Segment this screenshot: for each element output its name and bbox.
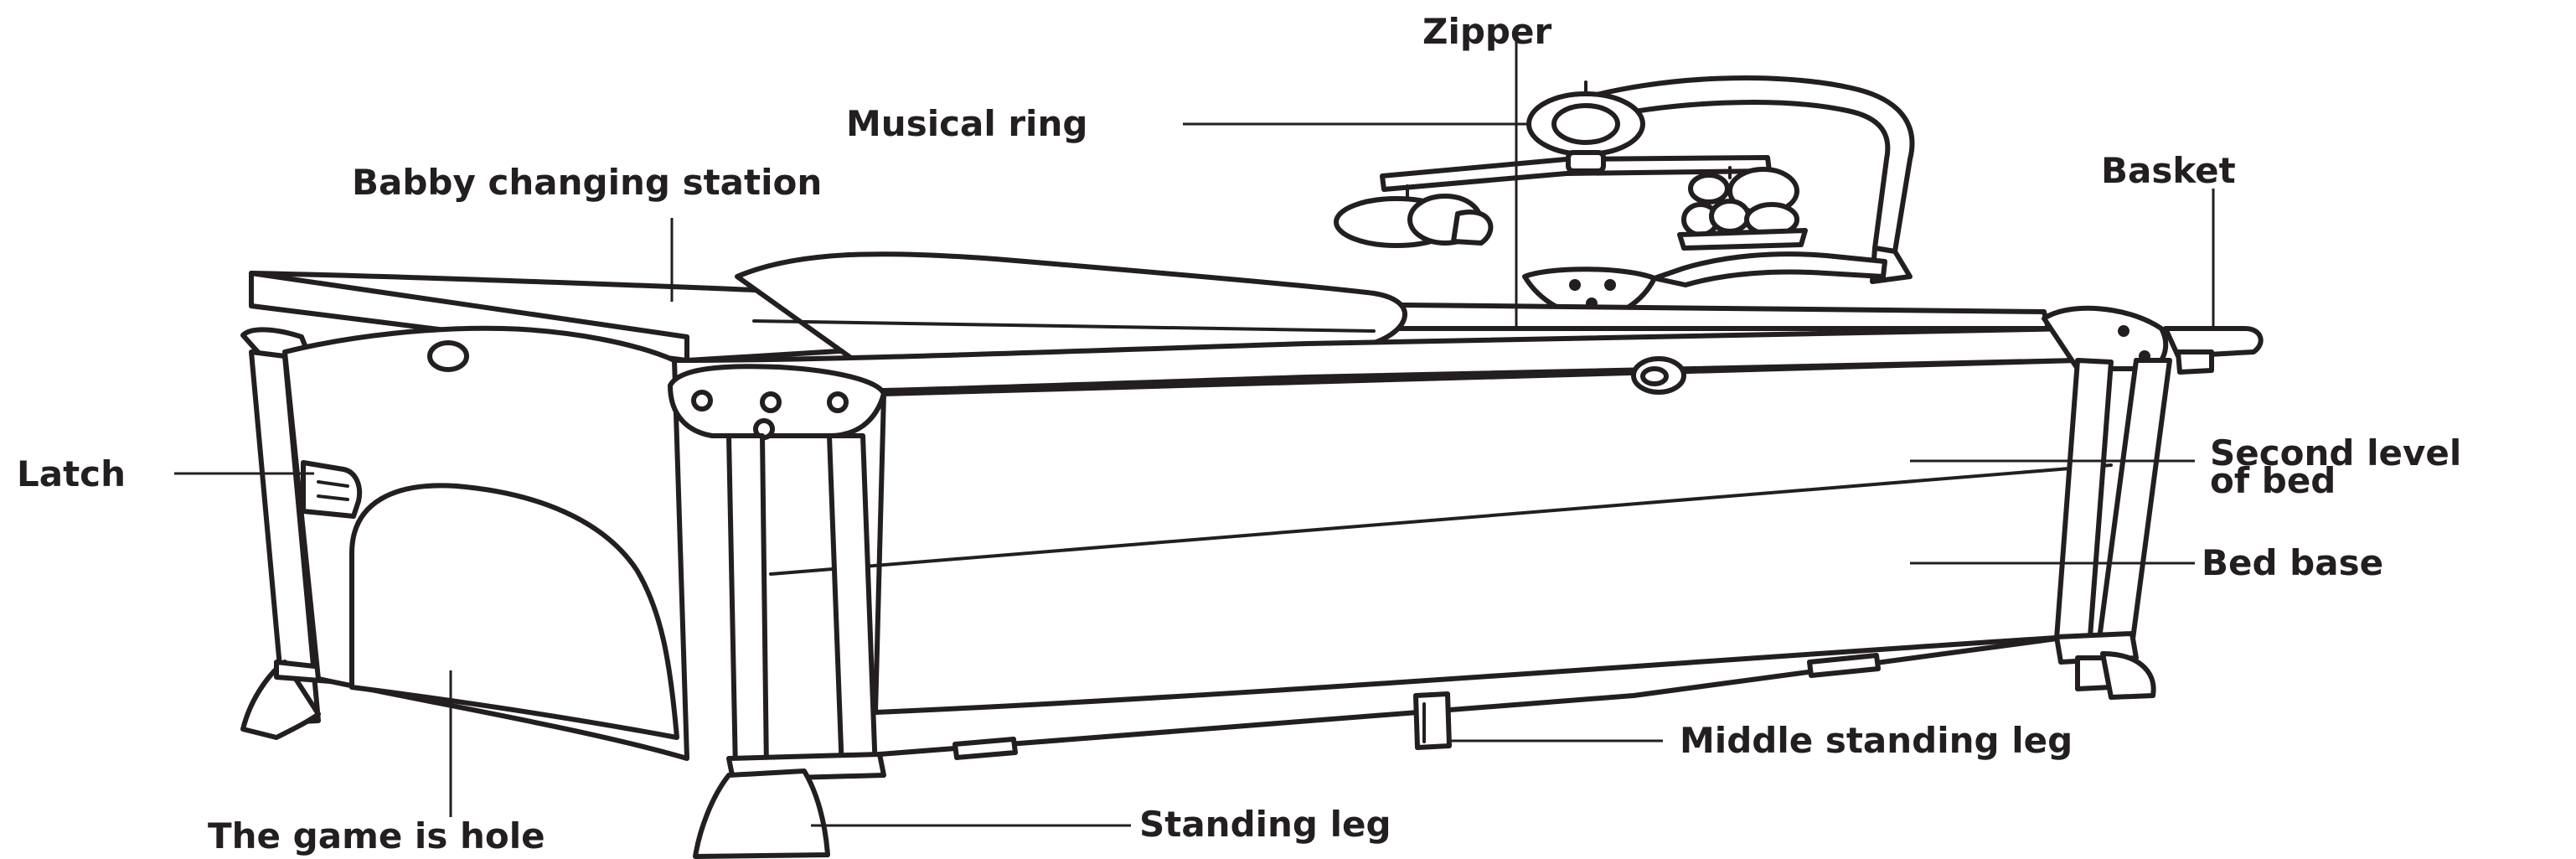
right-corner bbox=[2042, 305, 2172, 700]
latch bbox=[301, 460, 362, 519]
label-second-level-2: of bed bbox=[2210, 460, 2336, 501]
label-second-level-1: Second level bbox=[2210, 432, 2461, 473]
label-changing-station: Babby changing station bbox=[352, 162, 822, 203]
callout-labels: Zipper Musical ring Babby changing stati… bbox=[17, 11, 2461, 856]
mobile-arm bbox=[1380, 75, 1915, 284]
label-musical-ring: Musical ring bbox=[846, 103, 1087, 144]
middle-standing-leg bbox=[1413, 691, 1452, 750]
leader-lines bbox=[174, 38, 2215, 827]
label-middle-leg: Middle standing leg bbox=[1680, 720, 2073, 761]
back-left-corner bbox=[240, 327, 354, 740]
basket bbox=[2163, 326, 2264, 375]
standing-leg bbox=[693, 768, 830, 859]
hanging-toy-left bbox=[1334, 194, 1494, 248]
front-panel bbox=[769, 356, 2113, 715]
front-left-corner bbox=[668, 364, 886, 440]
changing-station bbox=[249, 251, 1407, 365]
label-zipper: Zipper bbox=[1422, 11, 1551, 52]
label-bed-base: Bed base bbox=[2202, 542, 2383, 583]
left-side-panel bbox=[282, 325, 689, 761]
front-left-leg bbox=[726, 433, 886, 782]
playpen-illustration bbox=[240, 75, 2264, 859]
label-latch: Latch bbox=[17, 453, 126, 494]
label-basket: Basket bbox=[2101, 150, 2236, 191]
label-game-hole: The game is hole bbox=[208, 815, 545, 856]
label-standing-leg: Standing leg bbox=[1139, 804, 1391, 845]
hanging-toy-right bbox=[1677, 167, 1808, 251]
